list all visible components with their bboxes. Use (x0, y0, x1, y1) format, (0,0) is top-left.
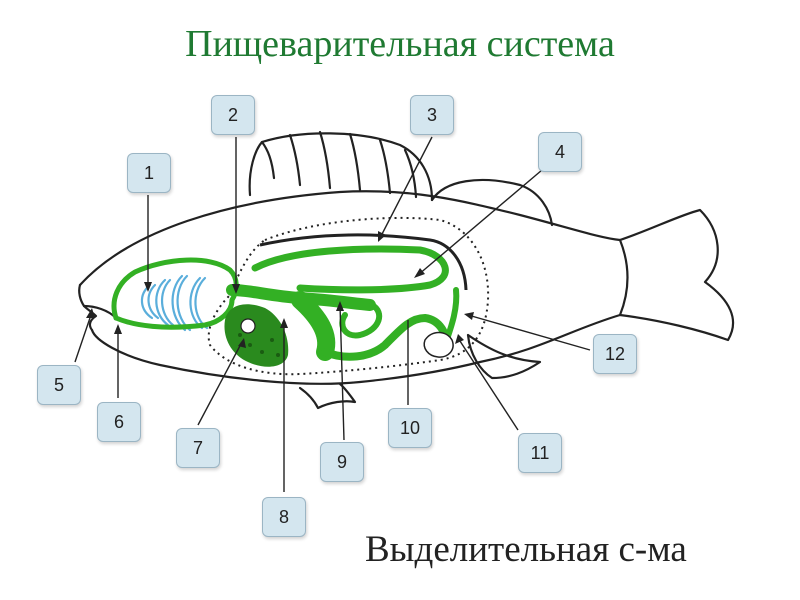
label-4: 4 (538, 132, 582, 172)
fish-body-outline (78, 130, 735, 410)
page-title: Пищеварительная система (185, 23, 615, 65)
liver (224, 304, 289, 367)
label-7: 7 (176, 428, 220, 468)
gills (140, 274, 209, 332)
label-10: 10 (388, 408, 432, 448)
kidney (259, 233, 468, 291)
label-9: 9 (320, 442, 364, 482)
gall-bladder (240, 318, 256, 334)
label-1: 1 (127, 153, 171, 193)
label-12: 12 (593, 334, 637, 374)
label-8: 8 (262, 497, 306, 537)
label-11: 11 (518, 433, 562, 473)
label-5: 5 (37, 365, 81, 405)
label-3: 3 (410, 95, 454, 135)
swim-bladder (251, 245, 449, 294)
body-cavity-outline (207, 216, 490, 376)
excretory-system-caption: Выделительная с-ма (365, 529, 687, 570)
pointer-lines (74, 136, 591, 492)
label-2: 2 (211, 95, 255, 135)
urinary-bladder (423, 331, 454, 358)
label-6: 6 (97, 402, 141, 442)
pointer-arrowheads (86, 231, 474, 348)
